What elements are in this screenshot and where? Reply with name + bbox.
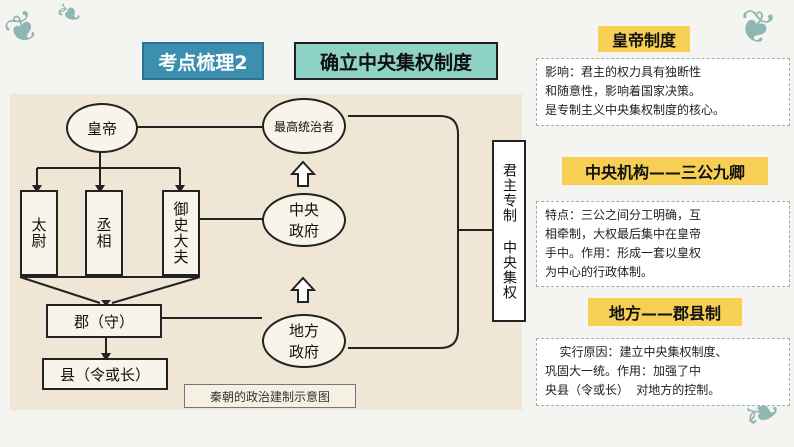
yushidafu-node: 御史大夫: [162, 190, 200, 276]
panel-title-local-system: 地方——郡县制: [588, 298, 742, 326]
central-government-node: 中央政府: [262, 193, 346, 247]
panel-line: 为中心的行政体制。: [545, 265, 654, 279]
panel-line: 特点：三公之间分工明确，互: [545, 208, 702, 222]
panel-line: 巩固大一统。作用：加强了中: [545, 364, 702, 378]
panel-emperor-system: 影响：君主的权力具有独断性 和随意性，影响着国家决策。 是专制主义中央集权制度的…: [536, 58, 790, 126]
chengxiang-label: 丞相: [94, 217, 113, 249]
supreme-ruler-node: 最高统治者: [262, 98, 346, 154]
panel-title-central-institutions: 中央机构——三公九卿: [562, 157, 768, 185]
county-node: 县（令或长）: [42, 358, 168, 390]
panel-line: 实行原因：建立中央集权制度、: [545, 345, 728, 359]
chengxiang-node: 丞相: [85, 190, 123, 276]
taiwei-node: 太尉: [20, 190, 58, 276]
autocracy-centralization-label: 君主专制 中央集权: [492, 140, 526, 322]
page-title: 确立中央集权制度: [294, 42, 498, 80]
panel-line: 手中。作用：形成一套以皇权: [545, 246, 702, 260]
local-government-node: 地方政府: [262, 314, 346, 368]
panel-line: 是专制主义中央集权制度的核心。: [545, 103, 726, 117]
panel-line: 和随意性，影响着国家决策。: [545, 84, 702, 98]
up-arrow-icon: [290, 276, 316, 303]
panel-line: 相牵制，大权最后集中在皇帝: [545, 227, 702, 241]
taiwei-label: 太尉: [29, 217, 48, 249]
up-arrow-icon: [290, 160, 316, 187]
panel-line: 影响：君主的权力具有独断性: [545, 65, 702, 79]
section-tag: 考点梳理2: [142, 42, 264, 80]
panel-title-emperor-system: 皇帝制度: [598, 26, 690, 52]
panel-local-system: 实行原因：建立中央集权制度、 巩固大一统。作用：加强了中 央县（令或长） 对地方…: [536, 338, 790, 406]
commandery-node: 郡（守）: [46, 304, 162, 338]
diagram-caption: 秦朝的政治建制示意图: [184, 384, 356, 408]
panel-line: 央县（令或长） 对地方的控制。: [545, 383, 721, 397]
yushidafu-label: 御史大夫: [171, 201, 190, 265]
panel-central-institutions: 特点：三公之间分工明确，互 相牵制，大权最后集中在皇帝 手中。作用：形成一套以皇…: [536, 201, 790, 287]
emperor-node: 皇帝: [66, 103, 138, 153]
side-label-text: 君主专制 中央集权: [501, 162, 517, 300]
